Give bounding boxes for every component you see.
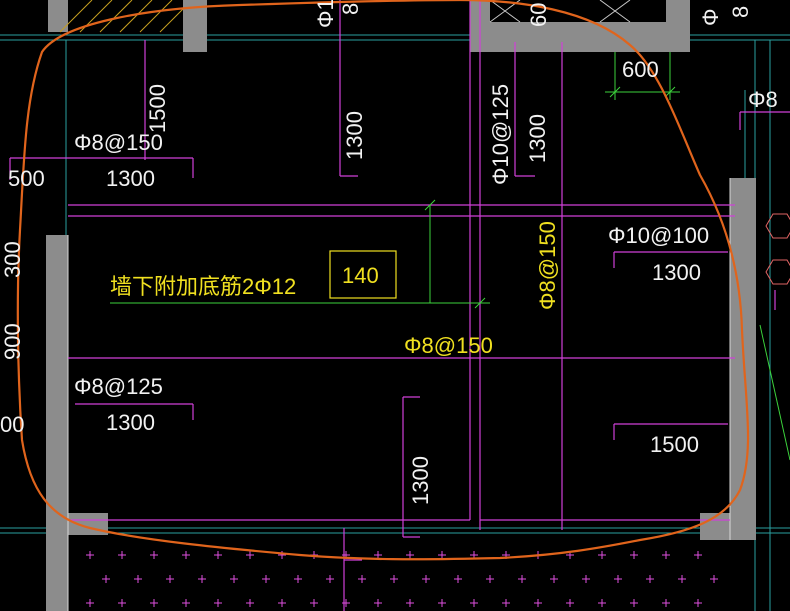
label-dim-1500-right: 1500 bbox=[650, 432, 699, 457]
rebar-lines bbox=[9, 0, 790, 611]
slab-thickness-box bbox=[329, 250, 397, 299]
markup-circle bbox=[16, 0, 750, 561]
hatch-plus-pattern bbox=[86, 551, 718, 607]
label-dim-1300-lower-vertical: 1300 bbox=[408, 456, 433, 505]
label-dim-1300-vertical: 1300 bbox=[525, 114, 550, 163]
hexagon-symbols bbox=[765, 213, 790, 285]
label-left-cut-300: 300 bbox=[0, 241, 25, 278]
drawing-labels: Φ1 8 60 Φ 8 Φ8 1500 1300 Φ10@125 1300 60… bbox=[0, 0, 778, 505]
label-dim-1300-right: 1300 bbox=[652, 260, 701, 285]
label-top-mid-cut: 60 bbox=[526, 3, 551, 27]
label-top-left-cut-num: 8 bbox=[338, 3, 363, 15]
label-wall-note: 墙下附加底筋2Φ12 bbox=[110, 274, 296, 299]
label-rebar-phi8-150-vertical: Φ8@150 bbox=[535, 221, 560, 310]
label-rebar-phi10-100: Φ10@100 bbox=[608, 223, 709, 248]
label-top-right-cut: Φ bbox=[698, 8, 723, 26]
label-rebar-phi8-150-left: Φ8@150 bbox=[74, 130, 163, 155]
top-left-hatch bbox=[59, 0, 184, 33]
label-top-left-cut: Φ1 bbox=[313, 0, 338, 28]
label-left-cut-500: 500 bbox=[8, 166, 45, 191]
label-dim-1300-left: 1300 bbox=[106, 166, 155, 191]
label-rebar-phi8-150-center: Φ8@150 bbox=[404, 333, 493, 358]
label-dim-1300-lower-left: 1300 bbox=[106, 410, 155, 435]
label-dim-1500-left: 1500 bbox=[145, 84, 170, 133]
label-left-cut-900: 900 bbox=[0, 323, 25, 360]
label-right-top-rebar: Φ8 bbox=[748, 87, 778, 112]
label-dim-1300-top: 1300 bbox=[342, 111, 367, 160]
label-rebar-phi8-125: Φ8@125 bbox=[74, 374, 163, 399]
label-left-cut-00: 00 bbox=[0, 412, 24, 437]
dimension-marks bbox=[110, 52, 790, 461]
label-slab-thickness: 140 bbox=[342, 263, 379, 288]
label-top-right-cut-num: 8 bbox=[728, 6, 753, 18]
label-dim-600: 600 bbox=[622, 57, 659, 82]
wall-edges bbox=[67, 178, 731, 611]
label-rebar-phi10-125: Φ10@125 bbox=[488, 84, 513, 185]
